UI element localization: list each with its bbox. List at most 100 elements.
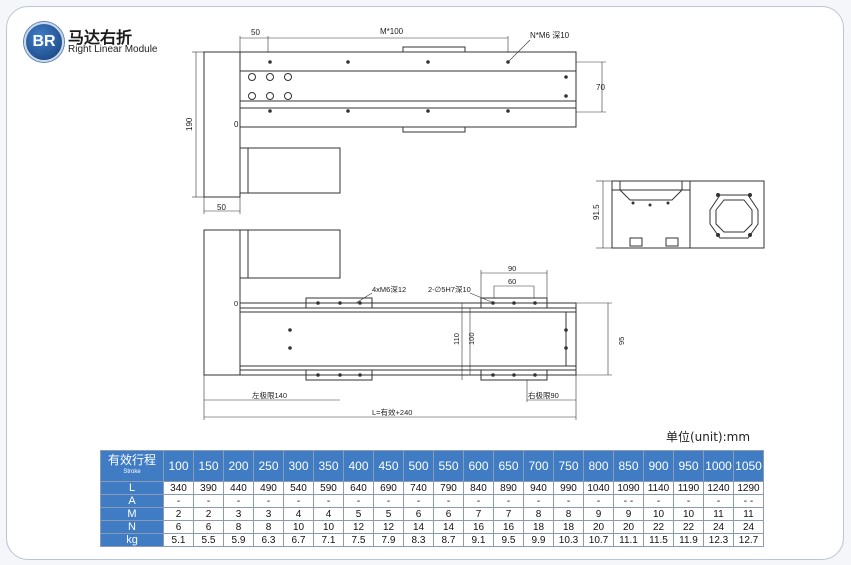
motor-body-front	[239, 229, 341, 279]
table-cell: 5.9	[223, 533, 254, 547]
table-cell: -	[433, 494, 464, 508]
stroke-col-header: 100	[163, 450, 194, 482]
technical-drawing: 50 M*100 N*M6 深10 70 0 50 190 91.5	[185, 27, 765, 420]
table-cell: 2	[193, 507, 224, 521]
stroke-col-header: 400	[343, 450, 374, 482]
unit-label: 单位(unit):mm	[666, 430, 751, 444]
table-cell: 6	[433, 507, 464, 521]
table-cell: 8	[253, 520, 284, 534]
table-cell: 9	[613, 507, 644, 521]
label-0-top: 0	[234, 120, 239, 129]
table-cell: 20	[613, 520, 644, 534]
table-cell: 690	[373, 481, 404, 495]
stroke-col-header: 200	[223, 450, 254, 482]
table-cell: 7.5	[343, 533, 374, 547]
logo-text: BR	[32, 33, 56, 50]
dim-100: 100	[467, 332, 476, 345]
right-limit-label: 右极限90	[528, 390, 559, 400]
table-cell: -	[523, 494, 554, 508]
table-cell: 10.3	[553, 533, 584, 547]
table-cell: 11.9	[673, 533, 704, 547]
stroke-col-header: 150	[193, 450, 224, 482]
table-cell: -	[553, 494, 584, 508]
dim-60: 60	[508, 277, 516, 286]
motor-flange	[709, 194, 759, 239]
table-cell: 6	[193, 520, 224, 534]
table-cell: 1090	[613, 481, 644, 495]
table-cell: 540	[283, 481, 314, 495]
dim-95: 95	[617, 337, 626, 345]
table-cell: 590	[313, 481, 344, 495]
table-cell: 8	[553, 507, 584, 521]
table-cell: 5	[373, 507, 404, 521]
dim-190: 190	[185, 117, 194, 131]
table-cell: 3	[223, 507, 254, 521]
stroke-col-header: 550	[433, 450, 464, 482]
row-label: L	[100, 481, 164, 495]
dim-90: 90	[508, 264, 516, 273]
table-cell: 7	[493, 507, 524, 521]
table-cell: 22	[643, 520, 674, 534]
table-cell: 340	[163, 481, 194, 495]
table-cell: 1190	[673, 481, 704, 495]
table-cell: -	[403, 494, 434, 508]
table-cell: 990	[553, 481, 584, 495]
carriage-right-top	[480, 297, 548, 309]
table-cell: -	[253, 494, 284, 508]
stroke-header: 有效行程 Stroke	[100, 450, 164, 482]
stroke-col-header: 1000	[703, 450, 734, 482]
table-cell: 1140	[643, 481, 674, 495]
table-cell: 18	[523, 520, 554, 534]
table-cell: 14	[403, 520, 434, 534]
row-label: A	[100, 494, 164, 508]
table-cell: 16	[493, 520, 524, 534]
table-cell: 790	[433, 481, 464, 495]
label-0-front: 0	[234, 299, 238, 308]
stroke-col-header: 500	[403, 450, 434, 482]
stroke-col-header: 950	[673, 450, 704, 482]
table-cell: 22	[673, 520, 704, 534]
table-cell: 5	[343, 507, 374, 521]
table-cell: 390	[193, 481, 224, 495]
table-cell: 9.1	[463, 533, 494, 547]
dim-m100: M*100	[380, 27, 404, 36]
table-cell: -	[493, 494, 524, 508]
stroke-header-cn: 有效行程	[107, 453, 156, 467]
table-cell: 9.5	[493, 533, 524, 547]
table-cell: -	[163, 494, 194, 508]
table-cell: 14	[433, 520, 464, 534]
dim-91-5: 91.5	[592, 204, 601, 220]
table-cell: 640	[343, 481, 374, 495]
table-cell: 490	[253, 481, 284, 495]
table-cell: 8	[523, 507, 554, 521]
table-cell: 10	[283, 520, 314, 534]
table-cell: 12.3	[703, 533, 734, 547]
table-cell: 7	[463, 507, 494, 521]
table-cell: 6.7	[283, 533, 314, 547]
table-cell: 8.3	[403, 533, 434, 547]
table-cell: -	[343, 494, 374, 508]
table-cell: 940	[523, 481, 554, 495]
stroke-col-header: 750	[553, 450, 584, 482]
table-cell: 10	[313, 520, 344, 534]
table-cell: 8.7	[433, 533, 464, 547]
table-cell: 11.1	[613, 533, 644, 547]
title-cn: 马达右折	[68, 28, 133, 47]
dim-2xh7: 2-∅5H7深10	[428, 285, 471, 294]
stroke-header-en: Stroke	[123, 469, 141, 475]
table-cell: 11	[733, 507, 764, 521]
table-cell: 16	[463, 520, 494, 534]
table-cell: 10	[643, 507, 674, 521]
table-cell: -	[673, 494, 704, 508]
table-cell: 4	[313, 507, 344, 521]
table-cell: - -	[613, 494, 644, 508]
row-label: kg	[100, 533, 164, 547]
stroke-col-header: 1050	[733, 450, 764, 482]
table-cell: 10	[673, 507, 704, 521]
motor-body-top	[239, 147, 341, 194]
brand-logo: BR	[24, 22, 64, 62]
row-label: N	[100, 520, 164, 534]
table-cell: 5.1	[163, 533, 194, 547]
